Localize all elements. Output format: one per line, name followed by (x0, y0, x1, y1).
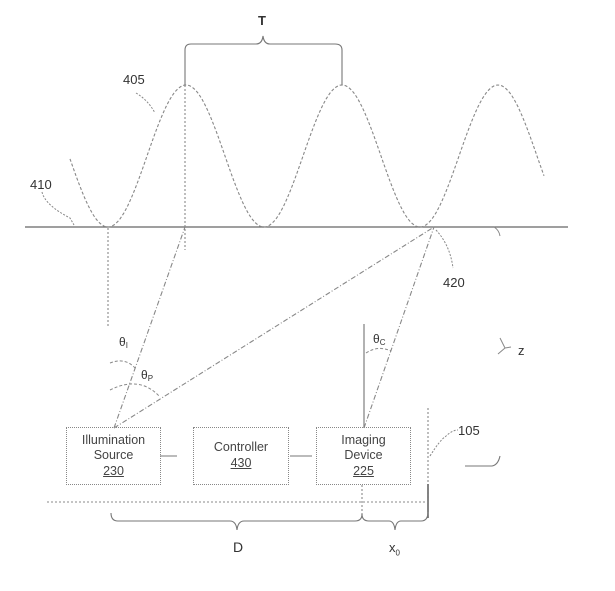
theta-i-symbol: θ (119, 335, 126, 349)
leader-105 (429, 429, 459, 457)
angle-arc-theta-i (109, 360, 136, 369)
label-ref-105: 105 (458, 423, 480, 438)
imaging-device-line2: Device (344, 448, 383, 463)
leader-410 (41, 191, 75, 226)
distance-bracket-d (110, 512, 363, 531)
illumination-source-line1: Illumination (81, 432, 146, 447)
controller-line1: Controller (213, 440, 269, 455)
leader-420 (435, 229, 454, 269)
theta-p-subscript: P (147, 374, 154, 383)
ray-illumination-to-peak (113, 226, 186, 429)
offset-symbol: x (389, 540, 396, 555)
label-theta-i: θI (119, 336, 128, 350)
theta-i-subscript: I (125, 341, 128, 350)
label-distance-d: D (233, 539, 244, 555)
label-axis-z: z (518, 343, 525, 358)
illumination-source-ref: 230 (103, 463, 124, 478)
theta-p-symbol: θ (141, 368, 148, 382)
illumination-source-box: Illumination Source 230 (66, 427, 161, 485)
leader-405 (135, 92, 156, 114)
label-ref-405: 405 (123, 72, 145, 87)
label-period-t: T (258, 13, 266, 28)
surface-tick (493, 226, 501, 237)
label-theta-p: θP (141, 369, 153, 383)
fringe-wave (69, 84, 545, 228)
controller-ref: 430 (230, 456, 252, 470)
angle-arc-theta-c (365, 347, 392, 354)
imaging-device-box: Imaging Device 225 (316, 427, 411, 485)
theta-c-subscript: C (379, 338, 386, 347)
period-bracket (184, 35, 343, 85)
offset-bracket-x0 (361, 511, 429, 531)
side-tick (465, 455, 501, 467)
controller-box: Controller 430 (193, 427, 289, 485)
angle-arc-theta-p (109, 383, 161, 398)
label-ref-420: 420 (443, 275, 465, 290)
imaging-device-line1: Imaging (341, 432, 386, 447)
label-theta-c: θC (373, 333, 385, 347)
z-axis-marker (497, 337, 512, 355)
label-offset-x0: x0 (389, 541, 400, 558)
imaging-device-ref: 225 (353, 463, 374, 478)
offset-subscript: 0 (395, 548, 400, 558)
ray-illumination-to-point (113, 226, 435, 429)
theta-c-symbol: θ (373, 332, 380, 346)
label-ref-410: 410 (30, 177, 52, 192)
illumination-source-line2: Source (93, 448, 134, 463)
ray-camera-to-point (363, 226, 435, 429)
